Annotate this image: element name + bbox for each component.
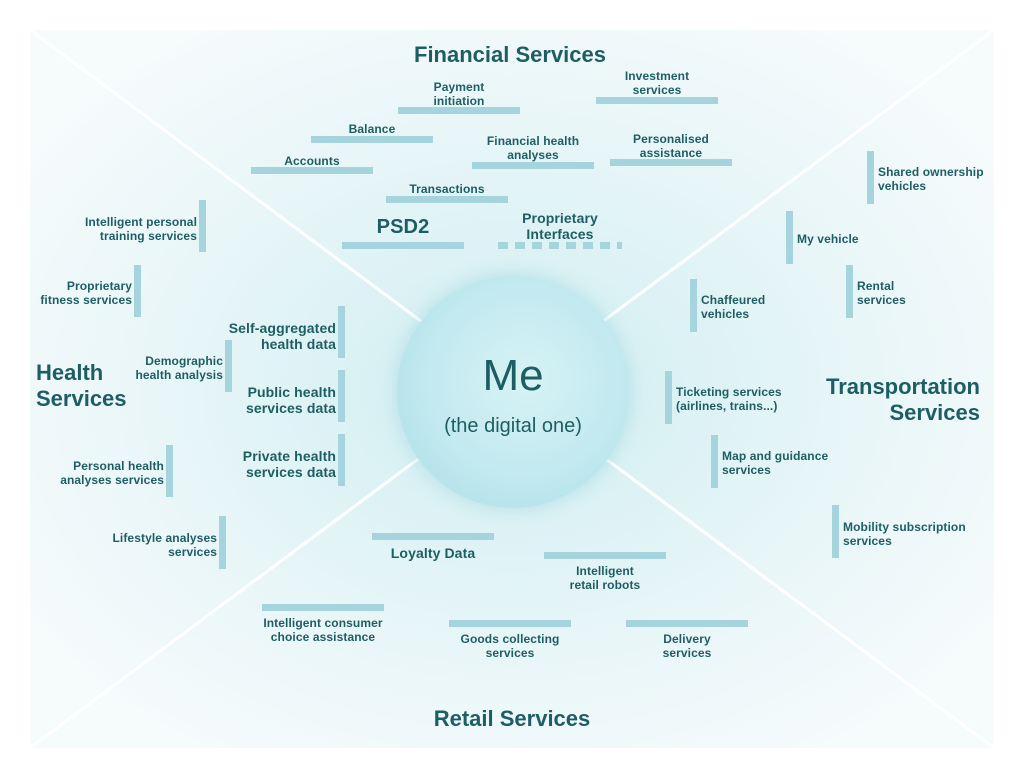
label-goods-collecting: Goods collecting services (460, 632, 560, 660)
label-psd2: PSD2 (376, 216, 430, 238)
bar-proprietary-interfaces (498, 242, 622, 249)
label-accounts: Accounts (284, 154, 340, 168)
label-proprietary-interfaces: Proprietary Interfaces (522, 210, 598, 242)
label-self-aggregated: Self-aggregated health data (228, 320, 336, 352)
label-intelligent-personal-training: Intelligent personal training services (84, 215, 197, 243)
bar-shared-ownership (867, 151, 874, 204)
label-shared-ownership: Shared ownership vehicles (878, 165, 984, 193)
label-intelligent-retail-robots: Intelligent retail robots (569, 564, 641, 592)
bar-my-vehicle (786, 211, 793, 264)
bar-accounts (251, 167, 373, 174)
bar-payment-initiation (398, 107, 520, 114)
bar-chauffeured (690, 279, 697, 332)
label-personal-health-analyses: Personal health analyses services (60, 459, 164, 487)
label-proprietary-fitness: Proprietary fitness services (40, 279, 132, 307)
bar-self-aggregated (338, 306, 345, 358)
bar-intelligent-personal-training (199, 200, 206, 252)
bar-transactions (386, 196, 508, 203)
bar-demographic (225, 340, 232, 392)
bar-delivery (626, 620, 748, 627)
label-chauffeured: Chaffeured vehicles (701, 293, 766, 321)
label-personalised-assistance: Personalised assistance (633, 132, 709, 160)
label-public-health: Public health services data (245, 384, 336, 416)
bar-goods-collecting (449, 620, 571, 627)
center-subtitle: (the digital one) (444, 415, 582, 437)
bar-balance (311, 136, 433, 143)
bar-investment-services (596, 97, 718, 104)
label-lifestyle-analyses: Lifestyle analyses services (112, 531, 217, 559)
bar-loyalty-data (372, 533, 494, 540)
label-ticketing: Ticketing services (airlines, trains...) (676, 385, 782, 413)
bar-proprietary-fitness (134, 265, 141, 317)
bar-mobility-subscription (832, 505, 839, 558)
label-rental: Rental services (857, 279, 906, 307)
label-transactions: Transactions (409, 182, 485, 196)
bar-intelligent-retail-robots (544, 552, 666, 559)
sector-health-title: Health Services (36, 360, 127, 411)
bar-public-health (338, 370, 345, 422)
sector-financial-title: Financial Services (414, 42, 606, 67)
bar-lifestyle-analyses (219, 516, 226, 569)
label-map-guidance: Map and guidance services (722, 449, 829, 477)
center-title: Me (482, 351, 544, 400)
label-delivery: Delivery services (662, 632, 712, 660)
sector-retail-title: Retail Services (433, 706, 591, 731)
label-financial-health-analyses: Financial health analyses (486, 134, 580, 162)
bar-psd2 (342, 242, 464, 249)
bar-ticketing (665, 371, 672, 424)
center-circle: Me (the digital one) (397, 276, 629, 508)
label-investment-services: Investment services (624, 69, 690, 97)
label-balance: Balance (348, 122, 396, 136)
sector-transportation-title: Transportation Services (825, 374, 980, 425)
label-intelligent-consumer-choice: Intelligent consumer choice assistance (263, 616, 383, 644)
bar-intelligent-consumer-choice (262, 604, 384, 611)
bar-personalised-assistance (610, 159, 732, 166)
bar-private-health (338, 434, 345, 486)
label-demographic: Demographic health analysis (135, 354, 223, 382)
label-private-health: Private health services data (242, 448, 336, 480)
bar-personal-health-analyses (166, 445, 173, 497)
bar-map-guidance (711, 435, 718, 488)
label-my-vehicle: My vehicle (797, 232, 859, 246)
label-loyalty-data: Loyalty Data (390, 545, 476, 561)
bar-rental (846, 265, 853, 318)
label-mobility-subscription: Mobility subscription services (843, 520, 966, 548)
bar-financial-health-analyses (472, 162, 594, 169)
label-payment-initiation: Payment initiation (433, 80, 485, 108)
